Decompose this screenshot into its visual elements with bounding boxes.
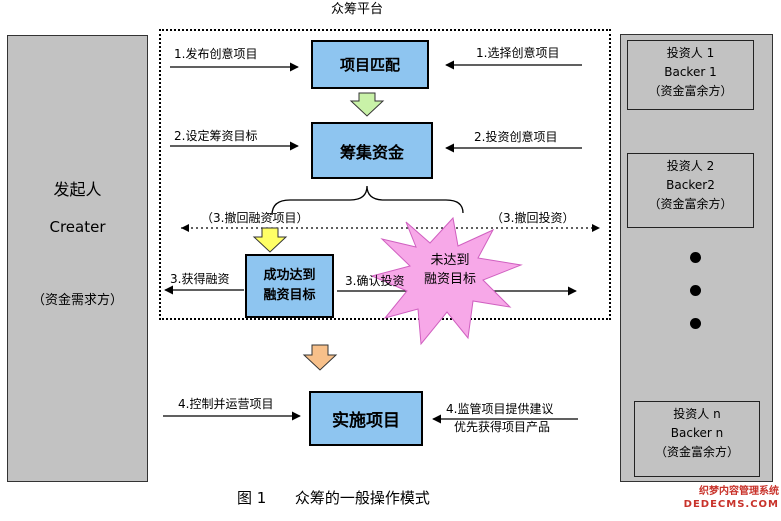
success-line2: 融资目标 xyxy=(263,288,316,303)
label-publish: 1.发布创意项目 xyxy=(174,47,258,61)
investor-box: 投资人 1 Backer 1 （资金富余方） xyxy=(627,40,754,110)
investor-name: 投资人 1 xyxy=(666,46,715,60)
label-supervise-line2: 优先获得项目产品 xyxy=(454,420,551,434)
ellipsis-dot xyxy=(690,285,701,296)
down-arrow-icon xyxy=(252,227,288,253)
label-supervise: 4.监管项目提供建议 优先获得项目产品 xyxy=(446,400,553,436)
platform-title: 众筹平台 xyxy=(331,2,384,17)
brace-shape xyxy=(271,185,464,216)
figure-caption: 图 1 众筹的一般操作模式 xyxy=(237,489,430,507)
investor-box: 投资人 2 Backer2 （资金富余方） xyxy=(627,153,754,228)
investor-role: （资金富余方） xyxy=(648,84,733,98)
watermark-line2: DEDECMS.COM xyxy=(683,499,779,510)
label-withdraw-invest: （3.撤回投资） xyxy=(491,211,575,225)
creator-role: （资金需求方） xyxy=(31,293,123,308)
down-arrow-icon xyxy=(302,344,338,371)
label-choose: 1.选择创意项目 xyxy=(476,46,560,60)
label-control: 4.控制并运营项目 xyxy=(178,397,274,411)
label-withdraw-project: （3.撤回融资项目） xyxy=(201,211,309,225)
label-invest: 2.投资创意项目 xyxy=(474,130,558,144)
investor-name-en: Backer 1 xyxy=(664,65,717,79)
investor-role: （资金富余方） xyxy=(648,197,733,211)
implement-box: 实施项目 xyxy=(309,391,423,446)
arrow-head-right-icon xyxy=(592,224,600,232)
platform-border xyxy=(159,29,611,320)
success-line1: 成功达到 xyxy=(263,268,316,283)
label-get-financing: 3.获得融资 xyxy=(170,272,230,286)
investor-name: 投资人 2 xyxy=(666,159,715,173)
investor-name-en: Backer2 xyxy=(666,178,715,192)
label-confirm-invest: 3.确认投资 xyxy=(345,274,405,288)
creator-panel xyxy=(7,35,148,482)
watermark: 织梦内容管理系统 DEDECMS.COM xyxy=(675,485,779,511)
investor-box: 投资人 n Backer n （资金富余方） xyxy=(634,401,760,477)
label-set-goal: 2.设定筹资目标 xyxy=(174,129,258,143)
arrow-head-left-icon xyxy=(181,224,189,232)
watermark-line1: 织梦内容管理系统 xyxy=(699,486,779,497)
match-box: 项目匹配 xyxy=(311,40,429,89)
investor-name-en: Backer n xyxy=(670,426,724,440)
fund-box: 筹集资金 xyxy=(311,122,433,179)
success-box: 成功达到 融资目标 xyxy=(245,254,334,318)
failure-line1: 未达到 xyxy=(430,253,470,268)
investor-role: （资金富余方） xyxy=(654,445,739,459)
failure-label: 未达到 融资目标 xyxy=(420,251,480,289)
failure-line2: 融资目标 xyxy=(423,272,476,287)
ellipsis-dot xyxy=(690,318,701,329)
ellipsis-dot xyxy=(690,252,701,263)
creator-name-en: Creater xyxy=(49,218,106,236)
down-arrow-icon xyxy=(349,92,385,117)
label-supervise-line1: 4.监管项目提供建议 xyxy=(446,402,554,416)
investor-name: 投资人 n xyxy=(673,407,721,421)
failure-burst-shape xyxy=(370,216,523,346)
creator-name: 发起人 xyxy=(53,180,102,199)
